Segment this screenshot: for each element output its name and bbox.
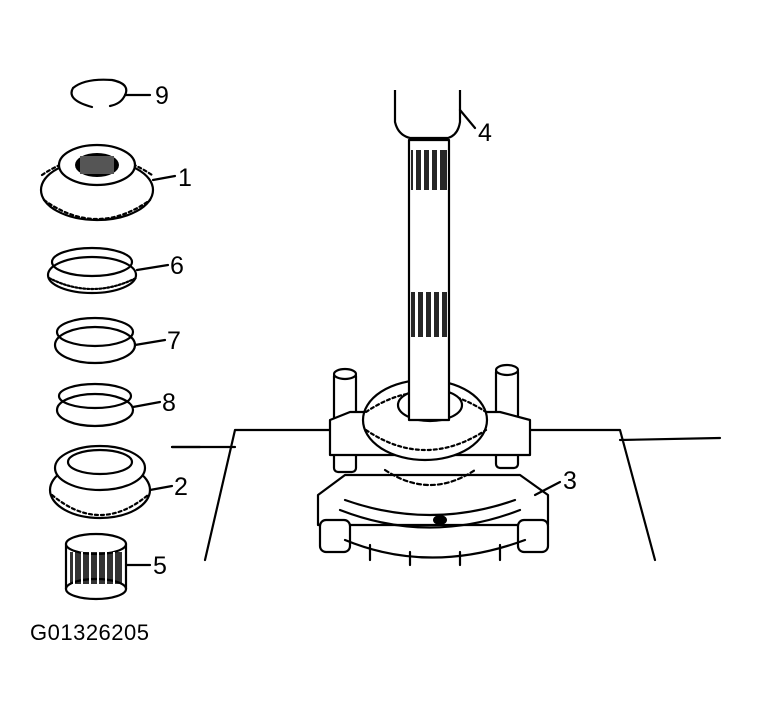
leader-lines <box>123 93 562 567</box>
callouts: 9 1 6 7 8 2 5 4 3 <box>153 82 577 580</box>
mainshaft <box>407 138 451 422</box>
figure-id-label: G01326205 <box>30 620 150 645</box>
synchronizer-ring <box>46 246 138 295</box>
press-ram <box>393 90 462 140</box>
callout-2: 2 <box>174 473 188 501</box>
helical-gear <box>48 444 152 520</box>
callout-8: 8 <box>162 389 176 417</box>
gear-assembly <box>39 143 155 222</box>
callout-4: 4 <box>478 119 492 147</box>
needle-bearing <box>64 532 128 601</box>
snap-ring <box>70 78 128 109</box>
callout-9: 9 <box>155 82 169 110</box>
inner-cone-ring <box>55 382 135 428</box>
callout-7: 7 <box>167 327 181 355</box>
press-table <box>170 428 722 562</box>
outer-cone-ring <box>53 316 137 365</box>
callout-1: 1 <box>178 164 192 192</box>
callout-3: 3 <box>563 467 577 495</box>
callout-5: 5 <box>153 552 167 580</box>
callout-6: 6 <box>170 252 184 280</box>
